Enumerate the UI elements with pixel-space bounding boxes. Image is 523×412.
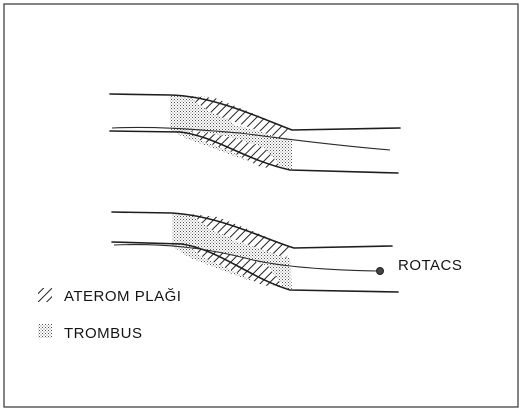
thrombus-legend-label: TROMBUS	[64, 325, 143, 342]
thrombus-swatch	[38, 324, 52, 338]
legend: ATEROM PLAĞI TROMBUS	[38, 288, 181, 342]
plaque-swatch	[38, 288, 52, 302]
vessel-top	[110, 94, 400, 173]
vessel-bottom	[112, 212, 398, 292]
plaque-legend-label: ATEROM PLAĞI	[64, 288, 181, 305]
rotacs-label: ROTACS	[398, 257, 462, 274]
figure-border	[4, 4, 518, 407]
rotacs-tip-icon	[377, 268, 384, 275]
